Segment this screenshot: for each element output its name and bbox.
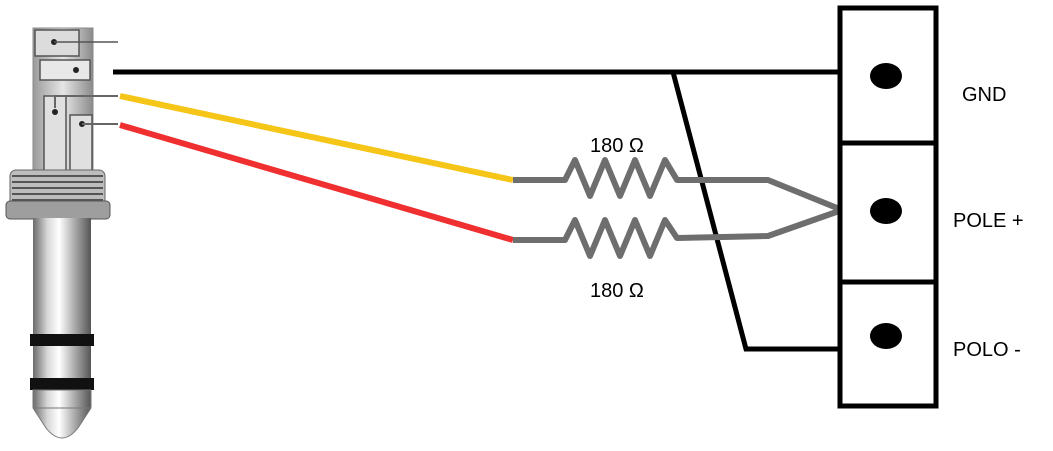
terminal-screw-gnd: [870, 63, 902, 89]
resistor-top: [513, 157, 844, 213]
terminal-label-pole-plus: POLE +: [953, 210, 1024, 232]
terminal-screw-pole-plus: [870, 198, 902, 224]
resistor-top-label: 180 Ω: [590, 135, 644, 157]
yellow-wire: [119, 93, 514, 183]
terminal-label-polo-minus: POLO -: [953, 339, 1021, 361]
terminal-label-gnd: GND: [962, 84, 1006, 106]
terminal-screw-polo-minus: [870, 323, 902, 349]
red-wire: [119, 122, 514, 243]
resistor-bottom-label: 180 Ω: [590, 280, 644, 302]
stereo-jack-plug-icon: [5, 27, 118, 439]
terminal-block: [837, 5, 939, 409]
ground-branch-wire: [670, 71, 842, 352]
resistor-bottom: [513, 207, 843, 259]
